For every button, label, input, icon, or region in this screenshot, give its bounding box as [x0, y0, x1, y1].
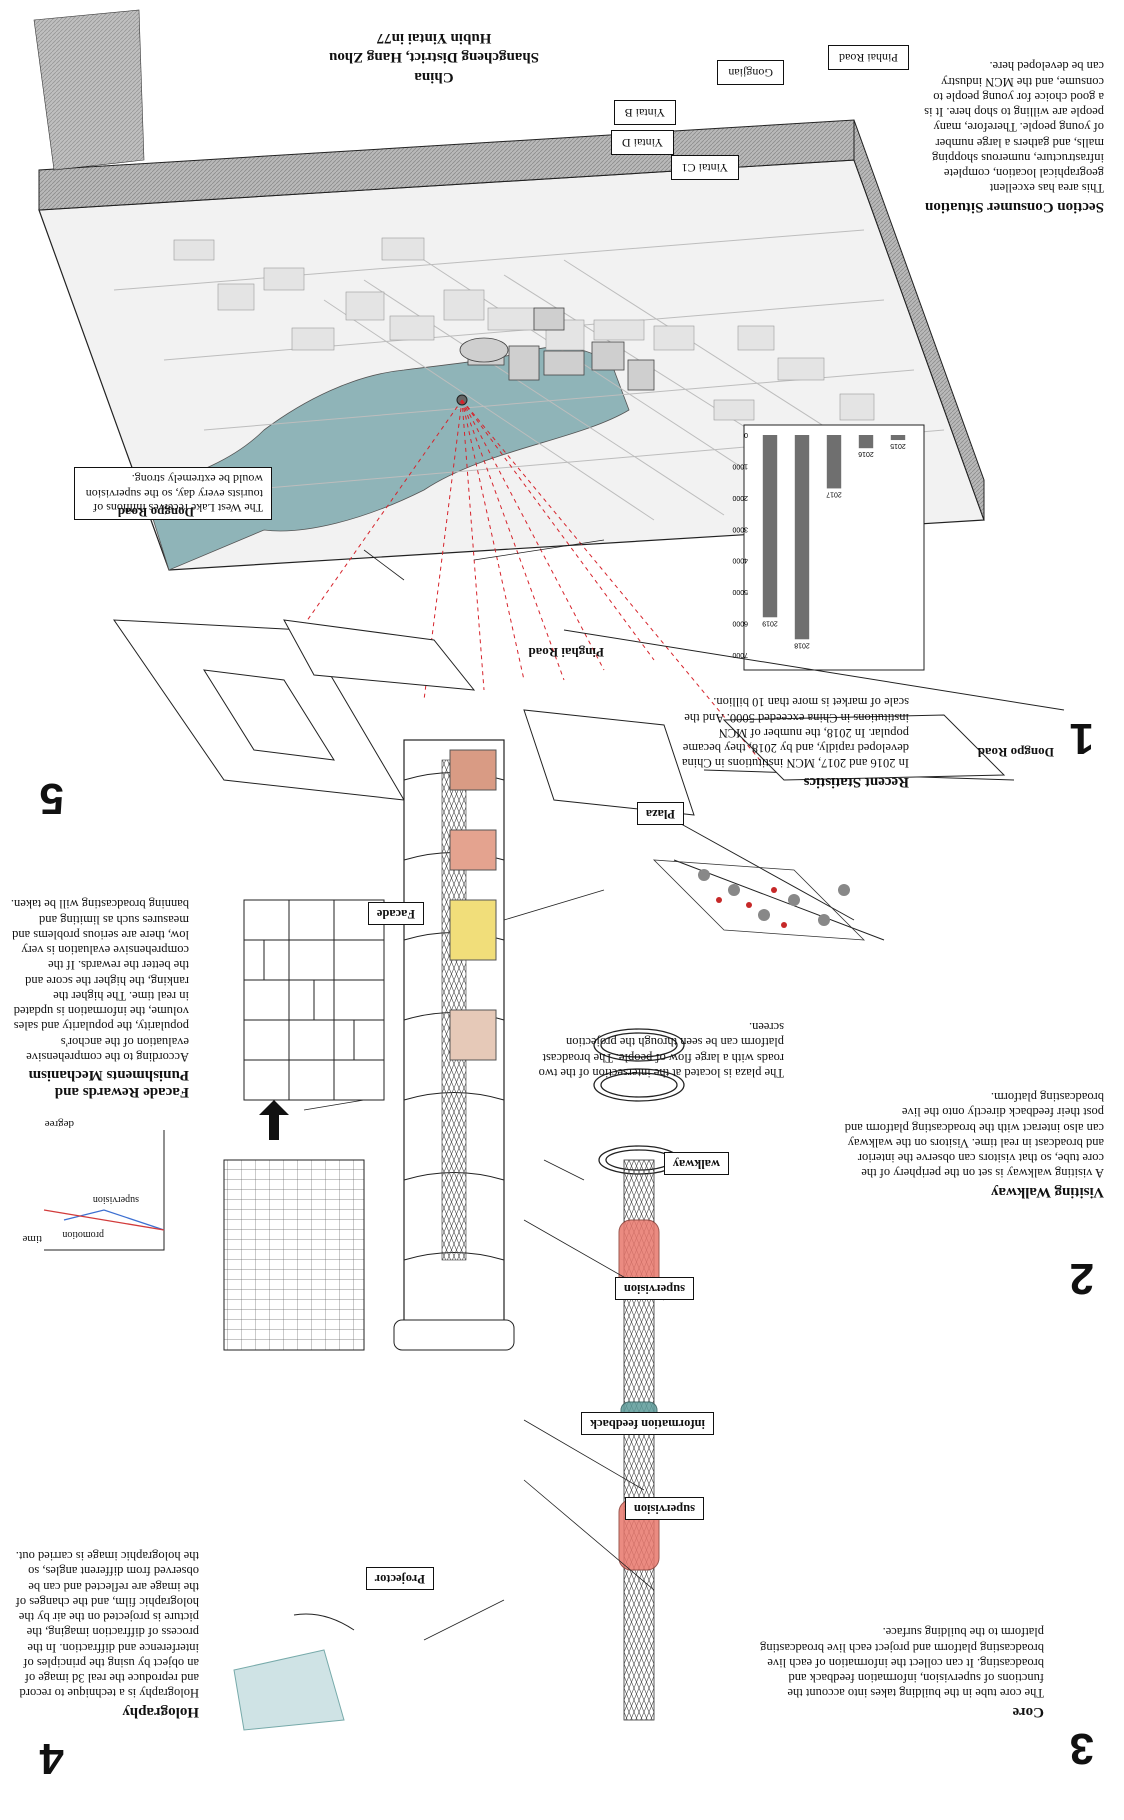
city-blocks — [173, 237, 905, 461]
block-right — [523, 709, 695, 816]
map-title-line-2: Shangcheng District, Hang Zhou — [328, 49, 540, 66]
block-large — [113, 619, 405, 801]
consumer-situation-block: Section Consumer Situation This area has… — [924, 58, 1104, 216]
stats-body: In 2016 and 2017, MCN institutions in Ch… — [681, 695, 909, 771]
map-top-frame — [33, 9, 145, 171]
walkway-body: A visiting walkway is set on the periphe… — [844, 1090, 1104, 1181]
chart-category-label: 2019 — [762, 619, 778, 626]
facade-arrow — [259, 1100, 289, 1140]
section-number-5: 5 — [39, 774, 64, 823]
facade-rewards-body: According to the comprehensive evaluatio… — [10, 897, 189, 1065]
graph-axes — [44, 1130, 165, 1251]
map-label-yintai-b: Yintai B — [613, 100, 676, 125]
graph-supervision-line — [63, 1209, 165, 1231]
stats-heading: Recent Statistics — [803, 774, 909, 790]
facade-grids — [223, 899, 385, 1351]
graph-y-label: degree — [44, 1118, 74, 1130]
chart-y-tick: 3000 — [732, 525, 748, 532]
tower — [393, 739, 515, 1351]
plaza-body: The plaza is located at the intersection… — [538, 1020, 784, 1080]
graph-series-promotion: promotion — [62, 1229, 104, 1240]
chart-y-tick: 7000 — [732, 651, 748, 658]
chart-bar-2016 — [858, 435, 874, 449]
chart-bar-2019 — [762, 435, 778, 618]
chart-category-label: 2018 — [794, 641, 810, 648]
holography-heading: Holography — [122, 1704, 199, 1720]
section-number-1: 1 — [1069, 714, 1094, 763]
visiting-walkway-block: Visiting Walkway A visiting walkway is s… — [844, 1089, 1104, 1200]
tag-plaza: Plaza — [636, 802, 684, 825]
projector-model — [233, 1613, 355, 1731]
holography-graph — [43, 1130, 165, 1251]
plaza-description: The plaza is located at the intersection… — [534, 1019, 784, 1080]
plaza-crowd — [652, 859, 866, 941]
core-tube — [618, 1159, 660, 1721]
graph-x-label: time — [22, 1233, 42, 1245]
road-label-pinghai: Pinghai Road — [528, 645, 605, 660]
road-label-dongpo-a: Dongpo Road — [977, 745, 1054, 760]
facade-uniform-grid — [223, 1159, 365, 1351]
yintai-buildings — [459, 307, 655, 391]
block-left — [722, 714, 1006, 781]
recent-statistics-block: Recent Statistics In 2016 and 2017, MCN … — [664, 694, 909, 791]
holography-body: Holography is a technique to record and … — [15, 1549, 199, 1701]
screen-top — [449, 749, 497, 791]
graph-series-supervision: supervision — [92, 1194, 139, 1205]
chart-category-label: 2016 — [858, 450, 874, 457]
facade-rewards-block: Facade Rewards and Punishments Mechanism… — [9, 896, 189, 1101]
core-heading: Core — [1012, 1704, 1044, 1720]
screen-upper — [449, 1009, 497, 1061]
map-label-pinhai-road: Pinhai Road — [828, 45, 909, 70]
walkway-heading: Visiting Walkway — [991, 1184, 1104, 1200]
block-small — [283, 619, 476, 691]
section-number-2: 2 — [1069, 1254, 1094, 1303]
tag-facade: Facade — [367, 902, 424, 925]
chart-y-tick: 5000 — [732, 588, 748, 595]
section-number-4: 4 — [39, 1734, 64, 1783]
holography-block: Holography Holography is a technique to … — [14, 1548, 199, 1720]
map-label-yintai-c1: Yintai C1 — [670, 155, 739, 180]
chart-category-label: 2017 — [826, 490, 842, 497]
walkway-cylinder-base — [393, 1319, 515, 1351]
map-title: China Shangcheng District, Hang Zhou Hub… — [304, 27, 564, 85]
chart-bar-2015 — [890, 435, 906, 441]
section-number-3: 3 — [1069, 1724, 1094, 1773]
chart-y-tick: 6000 — [732, 620, 748, 627]
tag-supervision-bottom: supervision — [624, 1497, 704, 1520]
facade-rewards-heading: Facade Rewards and Punishments Mechanism — [28, 1067, 189, 1101]
consumer-heading: Section Consumer Situation — [925, 199, 1104, 215]
tag-information-feedback: information feedback — [581, 1412, 714, 1435]
core-block: Core The core tube in the building takes… — [754, 1624, 1044, 1721]
chart-y-tick: 1000 — [732, 462, 748, 469]
leader-lines — [303, 539, 665, 1641]
road-label-dongpo-b: Dongpo Road — [117, 505, 194, 520]
map-title-line-1: China — [414, 69, 454, 85]
block-courtyard — [203, 669, 335, 761]
site-blocks — [113, 619, 1065, 941]
statistics-chart: 2015 2016 2017 2018 2019 0 1000 2000 3000 4000 500… — [732, 424, 925, 671]
consumer-body: This area has excellent geographical loc… — [924, 59, 1104, 196]
screen-mid — [449, 829, 497, 871]
map-label-yintai-d: Yintai D — [611, 130, 674, 155]
chart-category-label: 2015 — [890, 442, 906, 449]
chart-bar-2017 — [826, 435, 842, 489]
map-label-gongjian: Gongjian — [717, 60, 784, 85]
chart-y-tick: 4000 — [732, 557, 748, 564]
core-body: The core tube in the building takes into… — [760, 1625, 1044, 1701]
chart-y-tick: 2000 — [732, 494, 748, 501]
tag-supervision-top: supervision — [614, 1277, 694, 1300]
graph-promotion-line — [43, 1209, 165, 1231]
chart-y-tick: 0 — [744, 431, 748, 438]
screen-yellow — [449, 899, 497, 961]
chart-bar-2018 — [794, 435, 810, 640]
tag-projector: Projector — [365, 1567, 434, 1590]
plaza-outline — [652, 859, 866, 941]
map-title-line-3: Hubin Yintai in77 — [376, 30, 492, 46]
tag-walkway: walkway — [663, 1152, 729, 1175]
